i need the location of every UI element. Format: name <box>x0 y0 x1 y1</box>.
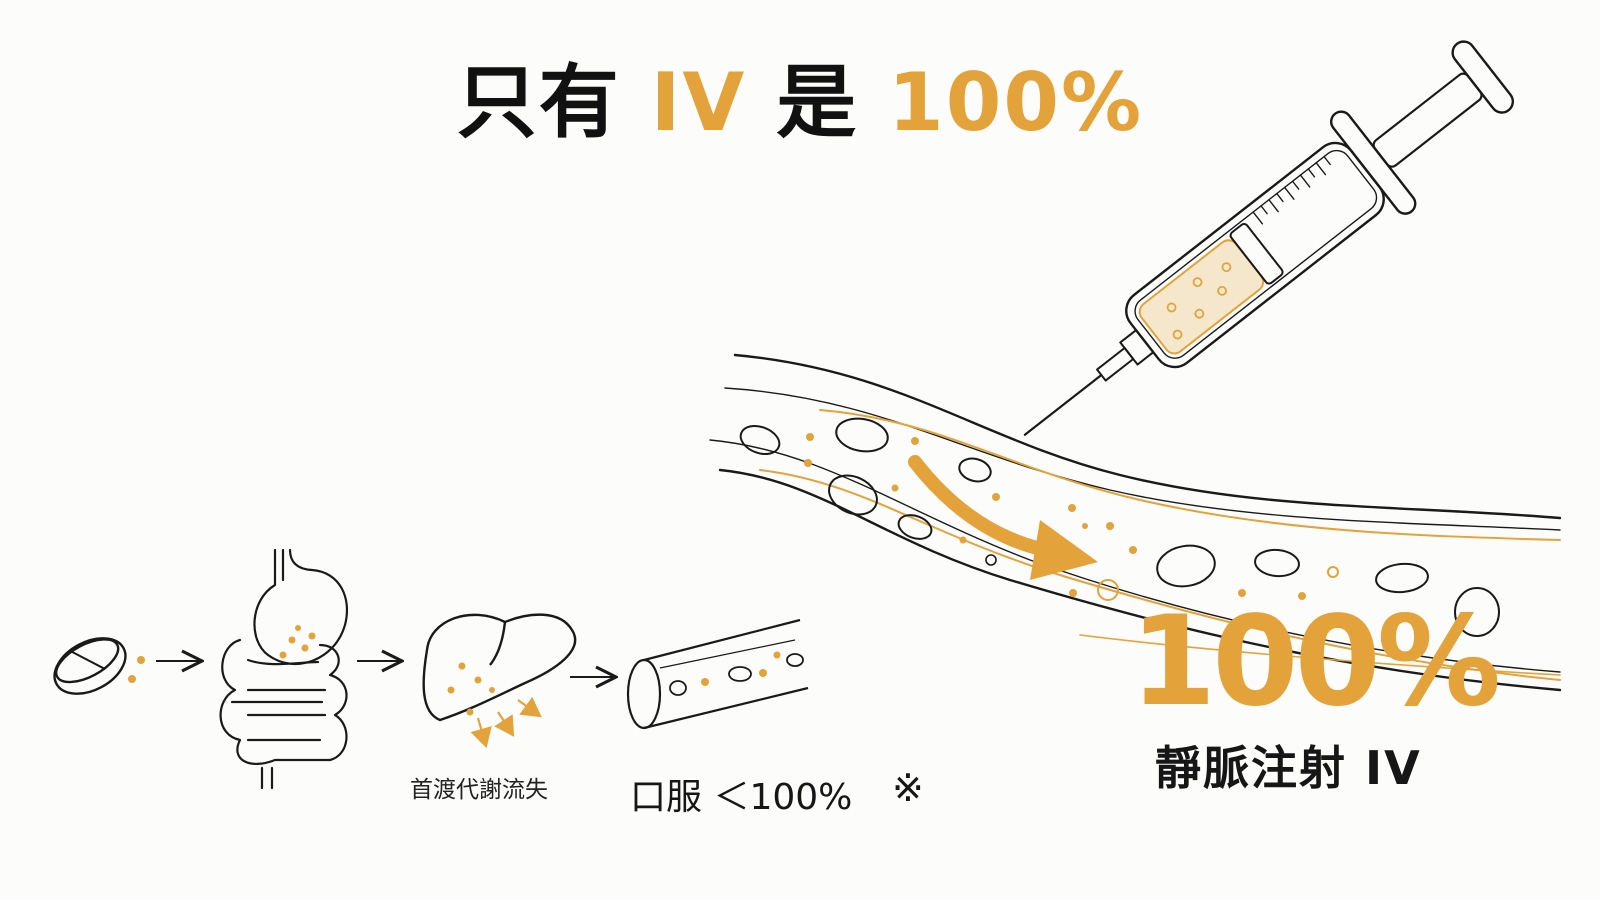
pill-icon <box>53 637 127 695</box>
page-title: 只有 IV 是 100% <box>0 38 1600 154</box>
first-pass-loss-label: 首渡代謝流失 <box>410 777 548 803</box>
title-part-3: 是 <box>746 56 889 149</box>
iv-percent: 100% <box>1130 590 1501 734</box>
title-part-1: 只有 <box>456 56 651 149</box>
liver-icon <box>422 613 577 722</box>
syringe-icon <box>1023 40 1515 436</box>
iv-label: 靜脈注射 IV <box>1155 741 1422 795</box>
vein-icon <box>709 353 1562 692</box>
oral-label: 口服 ＜100% <box>630 777 853 818</box>
title-part-percent: 100% <box>888 56 1144 149</box>
blood-vessel-icon <box>626 618 809 730</box>
stomach-intestine-icon <box>219 548 349 790</box>
flow-arrow-icon <box>908 455 1098 580</box>
title-part-iv: IV <box>650 56 747 149</box>
note-mark: ※ <box>892 766 924 810</box>
